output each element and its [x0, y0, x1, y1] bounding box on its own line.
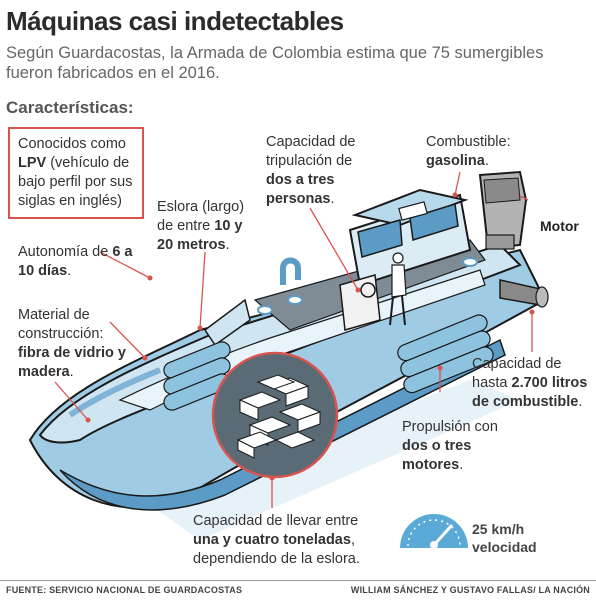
fuel-tubes-left — [163, 341, 231, 411]
label-combustible: Combustible: gasolina. — [426, 134, 511, 169]
label-propulsion: Propulsión con dos o tres motores. — [402, 419, 498, 473]
speedometer-icon — [400, 514, 468, 549]
section-title: Características: — [6, 98, 134, 117]
hull-bottom — [59, 338, 506, 511]
leader-lines — [54, 171, 535, 508]
footer-source: FUENTE: SERVICIO NACIONAL DE GUARDACOSTA… — [6, 585, 243, 595]
console — [339, 274, 381, 331]
speed-value: 25 km/h — [472, 521, 525, 537]
page-title: Máquinas casi indetectables — [6, 6, 344, 36]
speed-info: 25 km/h velocidad — [472, 520, 537, 556]
steering-wheel — [360, 282, 376, 298]
label-capacidad-combustible: Capacidad de hasta 2.700 litros de combu… — [472, 356, 588, 410]
label-material: Material de construcción: fibra de vidri… — [18, 307, 126, 380]
cabin-window — [357, 219, 403, 258]
label-lpv: Conocidos como LPV (vehículo de bajo per… — [8, 127, 144, 219]
motor-unit — [478, 170, 549, 308]
deck-pipe — [280, 257, 301, 285]
label-motor: Motor — [540, 218, 579, 234]
porthole — [287, 295, 303, 305]
label-autonomia: Autonomía de 6 a 10 días. — [18, 244, 133, 279]
label-eslora: Eslora (largo) de entre 10 y 20 metros. — [157, 199, 245, 253]
wake-shape — [150, 380, 520, 540]
footer-divider — [0, 580, 596, 581]
hatch — [398, 201, 428, 221]
label-tripulacion: Capacidad de tripulación de dos a tres p… — [266, 134, 356, 207]
porthole — [462, 257, 478, 267]
cabin-window-2 — [409, 203, 459, 241]
crew-person — [389, 252, 407, 326]
speed-label: velocidad — [472, 539, 537, 555]
cargo-cutaway — [211, 351, 339, 479]
porthole — [257, 305, 273, 315]
label-carga: Capacidad de llevar entre una y cuatro t… — [193, 513, 360, 567]
fuel-tubes-right — [397, 314, 494, 394]
deck-rail — [203, 298, 251, 347]
page-subtitle: Según Guardacostas, la Armada de Colombi… — [6, 44, 544, 82]
footer-credit: WILLIAM SÁNCHEZ Y GUSTAVO FALLAS/ LA NAC… — [350, 585, 590, 595]
bow-stripe — [68, 367, 162, 418]
